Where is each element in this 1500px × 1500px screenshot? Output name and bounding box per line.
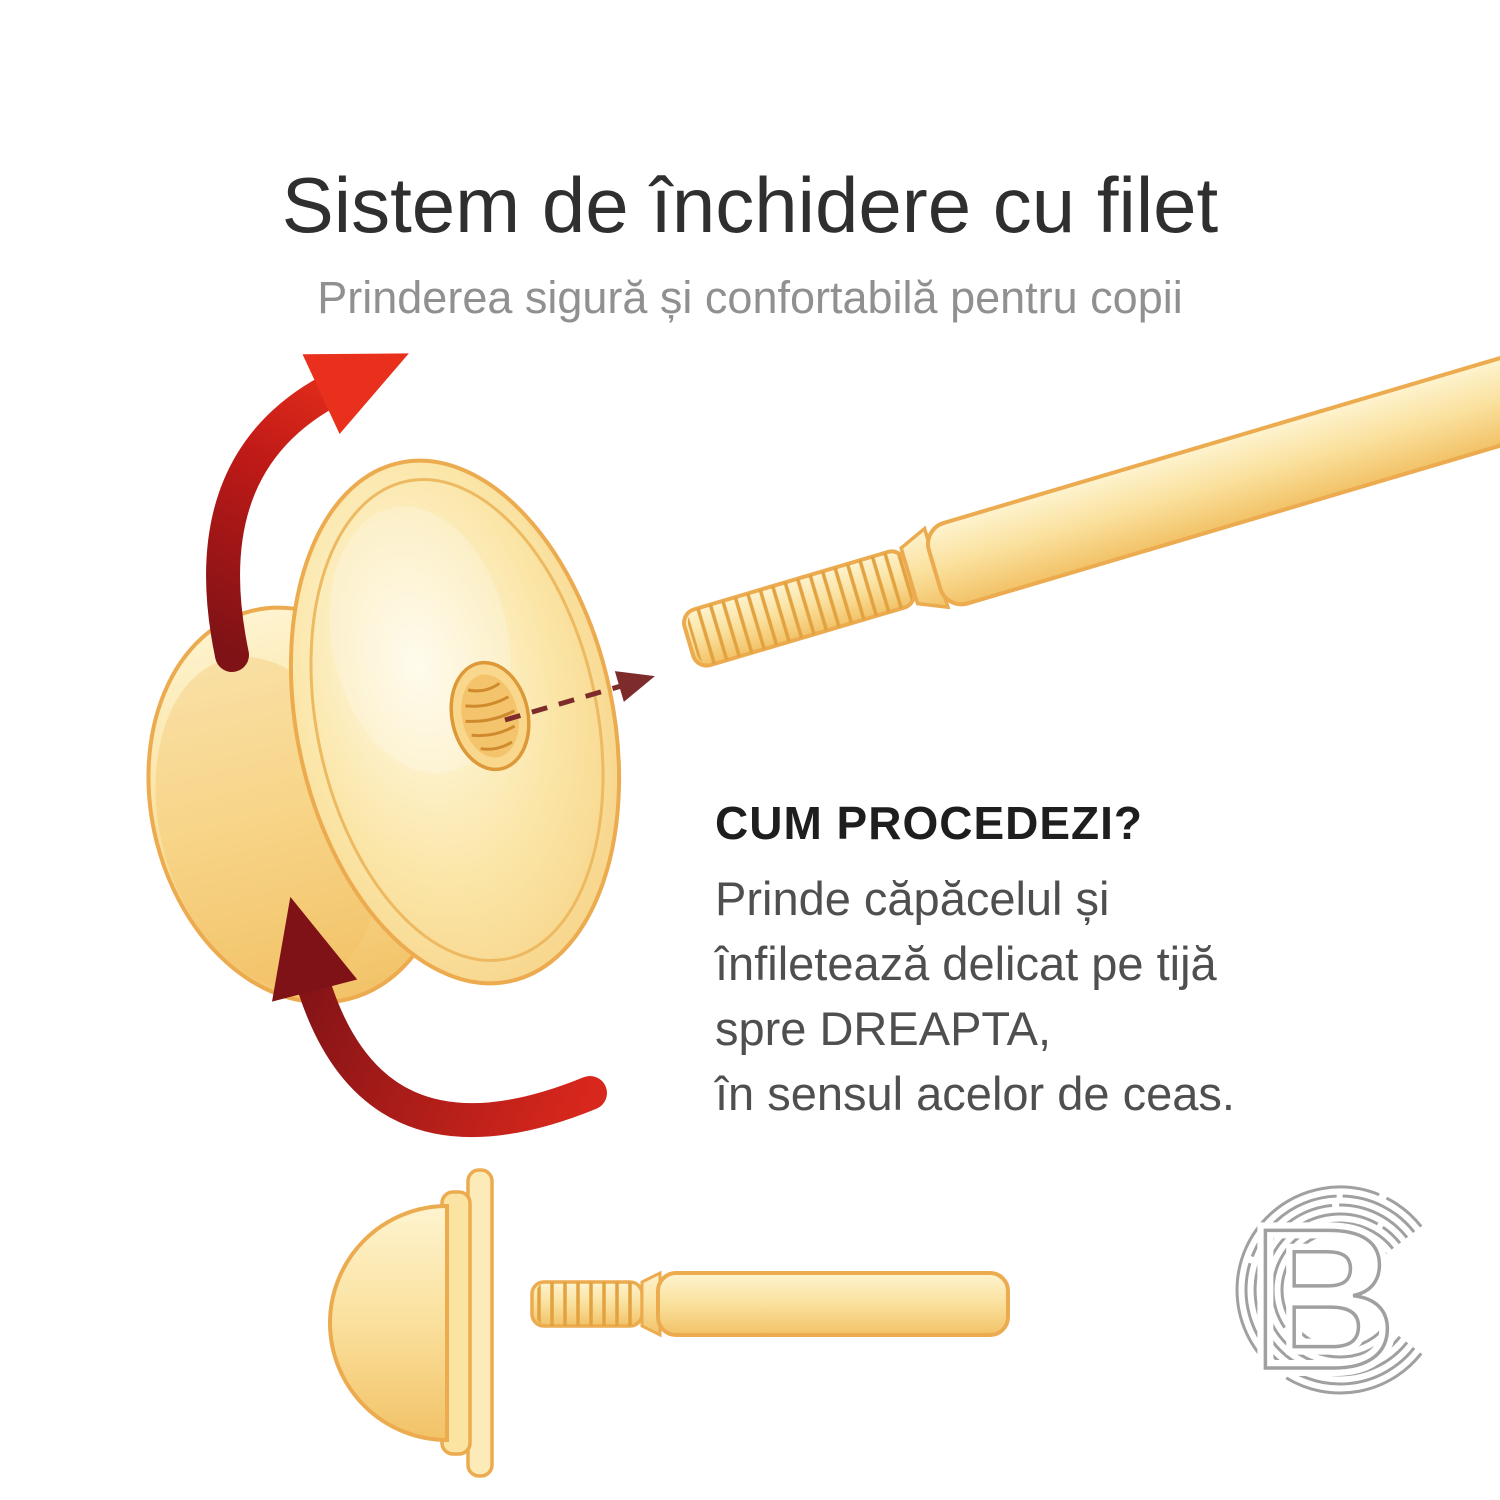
post-side-thread-ridges — [536, 1282, 640, 1326]
post-side-shaft — [656, 1271, 1010, 1337]
earring-post-illustration — [682, 347, 1500, 668]
logo-letter-b: B — [1252, 1188, 1396, 1411]
post-thread-ridges — [687, 552, 913, 665]
post-collar — [899, 525, 951, 610]
dashed-direction-arrow-icon — [504, 671, 655, 723]
post-side-collar — [640, 1270, 662, 1338]
rotation-arrow-bottom-icon — [272, 896, 607, 1138]
fingerprint-ring — [1244, 1194, 1416, 1386]
post-shaft — [926, 347, 1500, 607]
brand-logo: B B — [1235, 1180, 1423, 1419]
fingerprint-ring — [1280, 1230, 1387, 1350]
logo-letter-b-knockout: B — [1252, 1188, 1396, 1411]
cap-side-dome — [328, 1203, 449, 1443]
fingerprint-ring — [1262, 1212, 1402, 1368]
earring-cap-illustration — [146, 458, 622, 1005]
cap-threaded-hole — [449, 660, 531, 772]
post-side-view — [530, 1270, 1010, 1338]
cap-side-view — [328, 1168, 494, 1478]
fingerprint-ring — [1271, 1221, 1394, 1359]
rotation-arrow-top-icon — [206, 353, 409, 672]
cap-face-inner-ring — [309, 478, 605, 962]
fingerprint-ring — [1253, 1203, 1409, 1377]
fingerprint-ring — [1235, 1185, 1423, 1395]
